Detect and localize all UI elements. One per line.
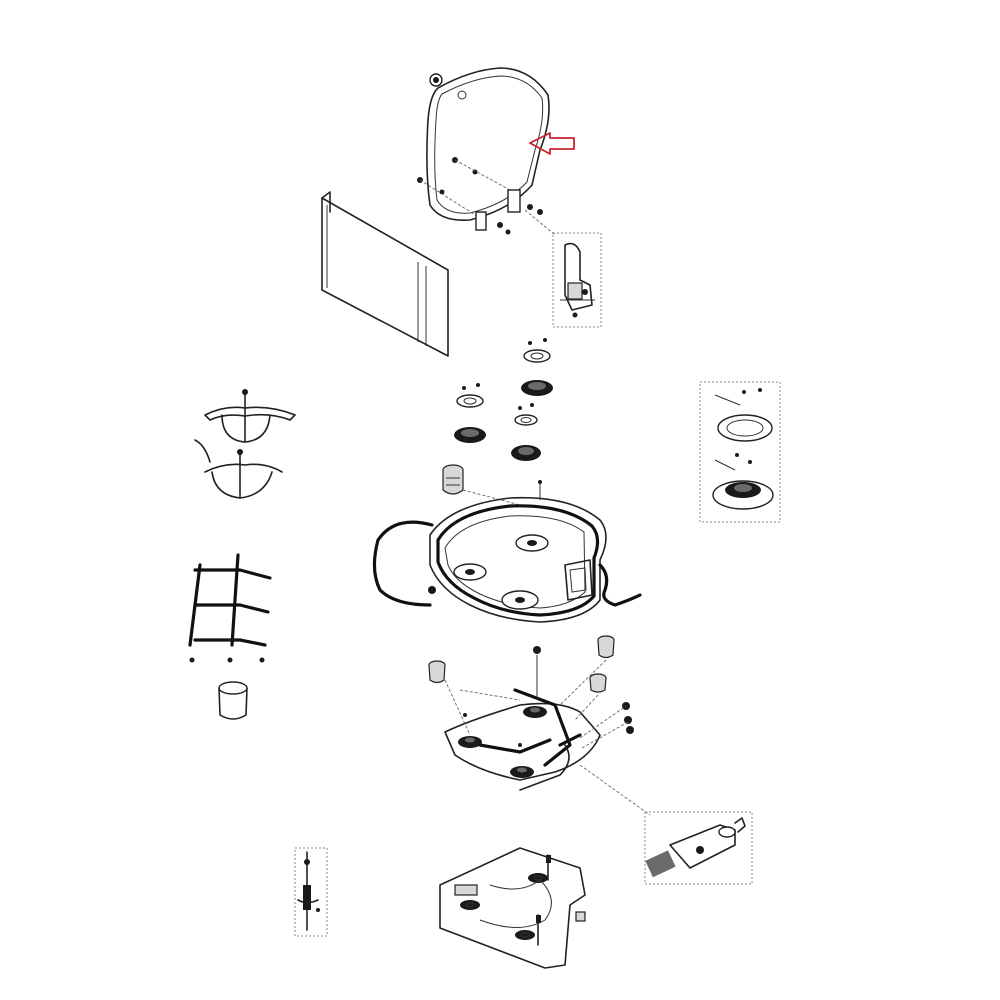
burner-caps[interactable] bbox=[454, 338, 553, 461]
burner-detail-box bbox=[699, 381, 781, 523]
gas-connector[interactable] bbox=[218, 681, 248, 720]
control-knob[interactable] bbox=[442, 464, 521, 506]
gas-valve[interactable] bbox=[644, 811, 753, 885]
pan-support-grate[interactable] bbox=[194, 389, 296, 499]
base-plate[interactable] bbox=[439, 847, 586, 969]
rail-bracket[interactable] bbox=[188, 553, 272, 663]
cooktop-tray[interactable] bbox=[372, 480, 642, 623]
pointer-arrow-icon bbox=[529, 132, 575, 155]
gas-manifold[interactable] bbox=[428, 635, 651, 816]
wind-shield[interactable] bbox=[321, 191, 449, 357]
hinge-detail-box bbox=[552, 232, 602, 328]
glass-lid[interactable] bbox=[417, 67, 550, 222]
lid-hinge[interactable] bbox=[475, 189, 556, 236]
ignition-electrode[interactable] bbox=[294, 847, 328, 937]
